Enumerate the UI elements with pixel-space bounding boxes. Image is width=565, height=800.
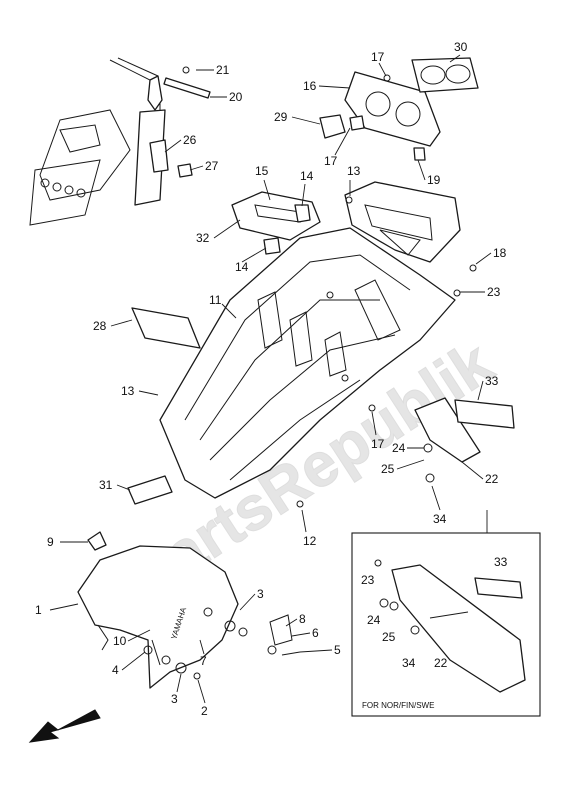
callout-24b: 24 <box>367 613 381 627</box>
callout-4: 4 <box>112 663 119 677</box>
callout-19: 19 <box>427 173 441 187</box>
callout-24: 24 <box>392 441 406 455</box>
callout-14: 14 <box>300 169 314 183</box>
forward-direction-arrow <box>28 709 101 743</box>
inset-note: FOR NOR/FIN/SWE <box>362 701 434 710</box>
callout-17c: 17 <box>371 437 385 451</box>
taillight-bracket-group <box>319 57 479 161</box>
callout-12: 12 <box>303 534 317 548</box>
callout-25: 25 <box>381 462 395 476</box>
callout-34b: 34 <box>402 656 416 670</box>
callout-7: 7 <box>200 654 207 668</box>
callout-1: 1 <box>35 603 42 617</box>
leader-lines <box>49 54 492 704</box>
callout-17: 17 <box>371 50 385 64</box>
callout-16: 16 <box>303 79 317 93</box>
callout-3: 3 <box>257 587 264 601</box>
callout-23b: 23 <box>361 573 375 587</box>
callout-14b: 14 <box>235 260 249 274</box>
callout-13: 13 <box>347 164 361 178</box>
rear-frame-group <box>231 181 477 297</box>
callout-27: 27 <box>205 159 219 173</box>
callout-22b: 22 <box>434 656 448 670</box>
callout-13b: 13 <box>121 384 135 398</box>
pad-28 <box>131 307 201 349</box>
callout-33b: 33 <box>494 555 508 569</box>
callout-6: 6 <box>312 626 319 640</box>
callout-18: 18 <box>493 246 507 260</box>
callout-10: 10 <box>113 634 127 648</box>
rear-fender-11 <box>159 227 456 499</box>
callout-9: 9 <box>47 535 54 549</box>
callout-31: 31 <box>99 478 113 492</box>
inset-panel <box>351 532 541 717</box>
callouts: 21 20 26 27 17 30 16 29 17 19 15 14 13 3… <box>35 40 508 718</box>
callout-33: 33 <box>485 374 499 388</box>
reflector-33 <box>454 399 515 429</box>
pad-31 <box>127 475 173 505</box>
callout-25b: 25 <box>382 630 396 644</box>
callout-22: 22 <box>485 472 499 486</box>
frame-bracket-group <box>29 57 211 226</box>
front-fender-group <box>77 531 301 689</box>
callout-34: 34 <box>433 512 447 526</box>
callout-28: 28 <box>93 319 107 333</box>
callout-21: 21 <box>216 63 230 77</box>
callout-5: 5 <box>334 643 341 657</box>
callout-17b: 17 <box>324 154 338 168</box>
callout-30: 30 <box>454 40 468 54</box>
callout-23: 23 <box>487 285 501 299</box>
callout-29: 29 <box>274 110 288 124</box>
callout-32: 32 <box>196 231 210 245</box>
callout-20: 20 <box>229 90 243 104</box>
callout-2: 2 <box>201 704 208 718</box>
callout-8: 8 <box>299 612 306 626</box>
callout-26: 26 <box>183 133 197 147</box>
callout-15: 15 <box>255 164 269 178</box>
plate-bracket-22 <box>414 397 481 463</box>
callout-11: 11 <box>209 293 222 307</box>
callout-3b: 3 <box>171 692 178 706</box>
